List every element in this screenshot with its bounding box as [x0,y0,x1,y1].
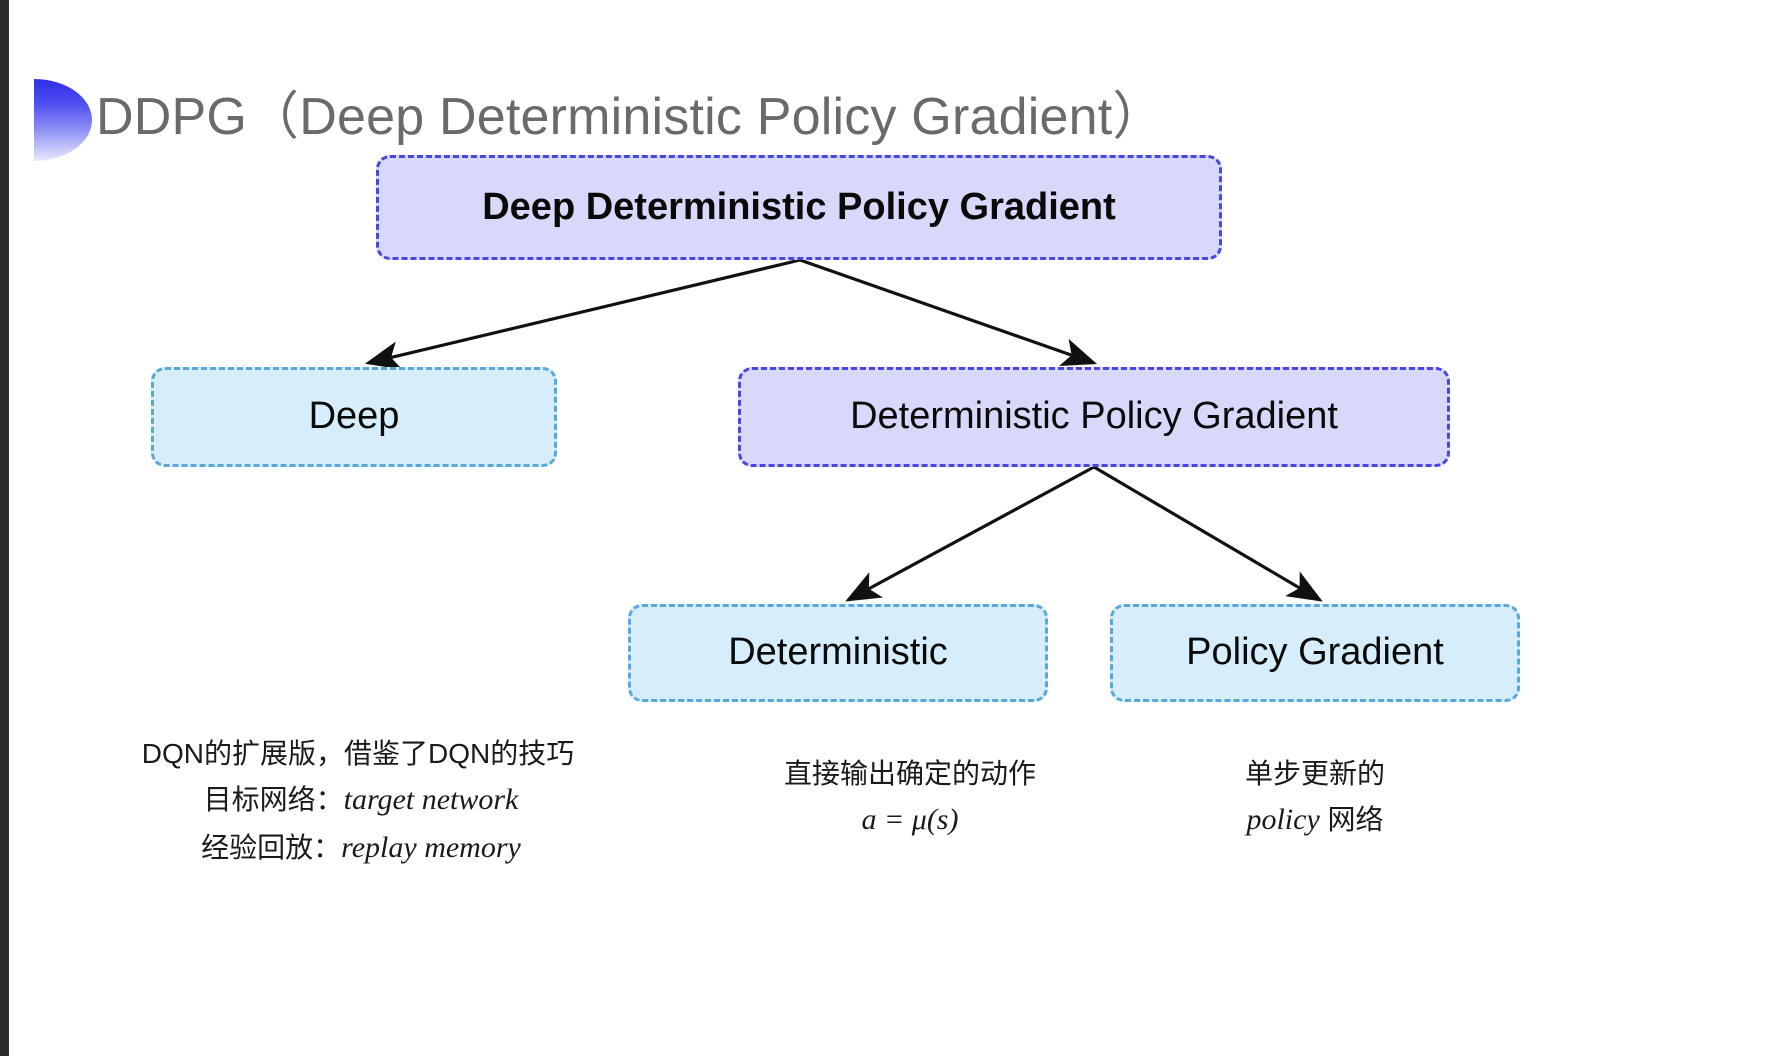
annotation-deep-line3: 经验回放：replay memory [132,824,584,871]
annotation-policy-gradient-suffix: 网络 [1319,804,1384,836]
annotation-deterministic-formula: a = μ(s) [861,803,959,837]
node-policy-gradient[interactable]: Policy Gradient [1110,604,1520,702]
annotation-policy-gradient-term: policy [1246,803,1320,837]
edge-dpg-to-deterministic [845,465,1095,602]
annotation-deep-line2: 目标网络：target network [132,776,584,823]
edge-root-to-dpg [799,258,1098,367]
annotation-policy-gradient: 单步更新的 policy 网络 [1150,752,1480,844]
annotation-deep-line2-label: 目标网络： [203,784,344,816]
edge-root-to-deep [364,258,801,370]
node-deterministic[interactable]: Deterministic [628,604,1048,702]
node-deterministic-policy-gradient[interactable]: Deterministic Policy Gradient [738,367,1450,467]
edge-dpg-to-policy-gradient [1093,465,1323,602]
annotation-deterministic-line1: 直接输出确定的动作 [783,758,1036,789]
slide-title-bar: DDPG（Deep Deterministic Policy Gradient） [0,58,1400,161]
annotation-deep-line1: DQN的扩展版，借鉴了DQN的技巧 [141,738,575,769]
annotation-deterministic: 直接输出确定的动作 a = μ(s) [700,752,1120,844]
page-title: DDPG（Deep Deterministic Policy Gradient） [96,88,1165,146]
node-deep[interactable]: Deep [151,367,557,467]
annotation-deep-line3-term: replay memory [341,830,521,864]
slide-left-edge-band [0,0,9,1056]
annotation-policy-gradient-line1: 单步更新的 [1244,758,1385,789]
annotation-policy-gradient-line2: policy 网络 [1150,796,1480,843]
node-deep-deterministic-policy-gradient[interactable]: Deep Deterministic Policy Gradient [376,155,1222,260]
annotation-deep-line3-label: 经验回放： [201,831,342,863]
annotation-deep: DQN的扩展版，借鉴了DQN的技巧 目标网络：target network 经验… [132,732,584,871]
annotation-deep-line2-term: target network [343,783,519,817]
